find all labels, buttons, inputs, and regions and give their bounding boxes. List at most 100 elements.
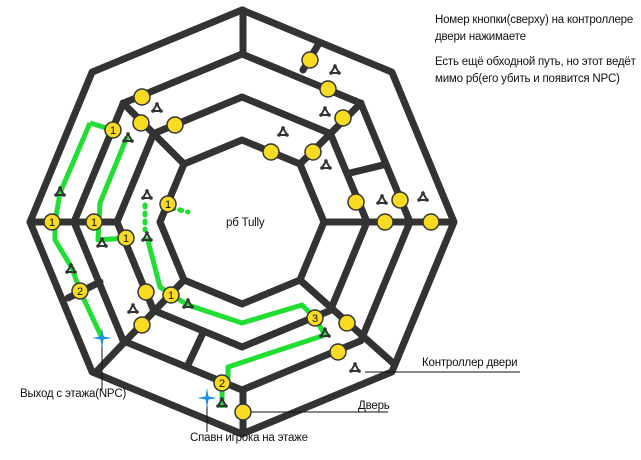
numbered-door-icon <box>162 286 180 304</box>
controller-triangle <box>417 190 429 201</box>
controller-node <box>320 166 324 170</box>
numbered-door-icon <box>85 213 103 231</box>
controller-node <box>216 404 220 408</box>
door-icon <box>304 143 322 161</box>
numbered-door-icon <box>306 309 324 327</box>
controller-node <box>69 263 73 267</box>
controller-node <box>130 139 134 143</box>
controller-node <box>319 334 323 338</box>
door-button-number: 2 <box>77 286 83 298</box>
controller-node <box>337 71 341 75</box>
door-controllers <box>54 63 429 408</box>
controller-node <box>380 194 384 198</box>
numbered-door-icon <box>43 213 61 231</box>
controller-node <box>73 270 77 274</box>
door-icon <box>301 51 319 69</box>
controller-triangle <box>329 63 341 74</box>
door-icon <box>329 343 347 361</box>
door-controller-icon <box>320 158 332 170</box>
door-icon <box>133 88 151 106</box>
controller-node <box>100 237 104 241</box>
controller-triangle <box>349 361 361 372</box>
door-controller-icon <box>141 188 153 200</box>
controller-node <box>425 198 429 202</box>
controller-node <box>421 191 425 195</box>
button-hint-note: Номер кнопки(сверху) на контроллере двер… <box>435 14 634 43</box>
controller-node <box>324 159 328 163</box>
door-button-number: 3 <box>312 313 318 325</box>
door-controller-icon <box>122 131 134 143</box>
door-icon <box>166 116 184 134</box>
door-controller-icon <box>127 302 139 314</box>
controller-node <box>353 362 357 366</box>
door-controller-icon <box>182 297 194 309</box>
controller-triangle <box>141 188 153 199</box>
exit-label: Выход с этажа(NPC) <box>20 388 127 400</box>
controller-node <box>54 193 58 197</box>
controller-node <box>58 186 62 190</box>
controller-node <box>141 238 145 242</box>
numbered-door-icon <box>159 195 177 213</box>
door-button-number: 1 <box>123 233 129 245</box>
controller-triangle <box>127 302 139 313</box>
controller-node <box>376 201 380 205</box>
controller-node <box>145 189 149 193</box>
controller-triangle <box>65 262 77 273</box>
controller-node <box>333 64 337 68</box>
door-controller-icon <box>329 63 341 75</box>
controller-triangle <box>320 158 332 169</box>
spawn-star-icon <box>197 388 217 408</box>
door-icon <box>376 213 394 231</box>
numbered-door-icon <box>117 229 135 247</box>
door-icon <box>347 193 365 211</box>
controller-triangle <box>319 105 331 116</box>
numbered-door-icon <box>104 121 122 139</box>
door-button-number: 1 <box>168 290 174 302</box>
controller-node <box>126 132 130 136</box>
numbered-door-icon <box>71 282 89 300</box>
door-icon <box>422 213 440 231</box>
door-controller-icon <box>65 262 77 274</box>
markers <box>92 328 217 408</box>
controller-node <box>62 193 66 197</box>
controller-node <box>159 109 163 113</box>
controller-triangle <box>141 230 153 241</box>
door-icon <box>133 316 151 334</box>
controller-triangle <box>216 396 228 407</box>
controller-node <box>104 244 108 248</box>
wall-segment <box>183 329 207 371</box>
controller-node <box>329 71 333 75</box>
controller-node <box>135 310 139 314</box>
door-label: Дверь <box>358 400 390 412</box>
controller-node <box>327 334 331 338</box>
controller-node <box>151 109 155 113</box>
controller-node <box>328 166 332 170</box>
controller-node <box>131 303 135 307</box>
controller-node <box>145 231 149 235</box>
leader-lines <box>101 338 520 432</box>
door-icon <box>132 114 150 132</box>
controller-node <box>384 201 388 205</box>
wall-segment <box>119 99 188 168</box>
controller-node <box>224 404 228 408</box>
controller-triangle <box>319 326 331 337</box>
controller-node <box>319 113 323 117</box>
controller-node <box>149 196 153 200</box>
controller-node <box>220 397 224 401</box>
door-icon <box>262 143 280 161</box>
door-controller-icon <box>417 190 429 202</box>
controller-node <box>96 244 100 248</box>
controller-node <box>285 133 289 137</box>
controller-node <box>65 270 69 274</box>
controller-node <box>190 305 194 309</box>
door-controller-icon <box>151 101 163 113</box>
door-icon <box>334 109 352 127</box>
door-icon <box>391 191 409 209</box>
door-icon <box>137 283 155 301</box>
door-icon <box>319 80 337 98</box>
door-controller-icon <box>349 361 361 373</box>
controller-node <box>155 102 159 106</box>
numbered-door-icon <box>213 374 231 392</box>
